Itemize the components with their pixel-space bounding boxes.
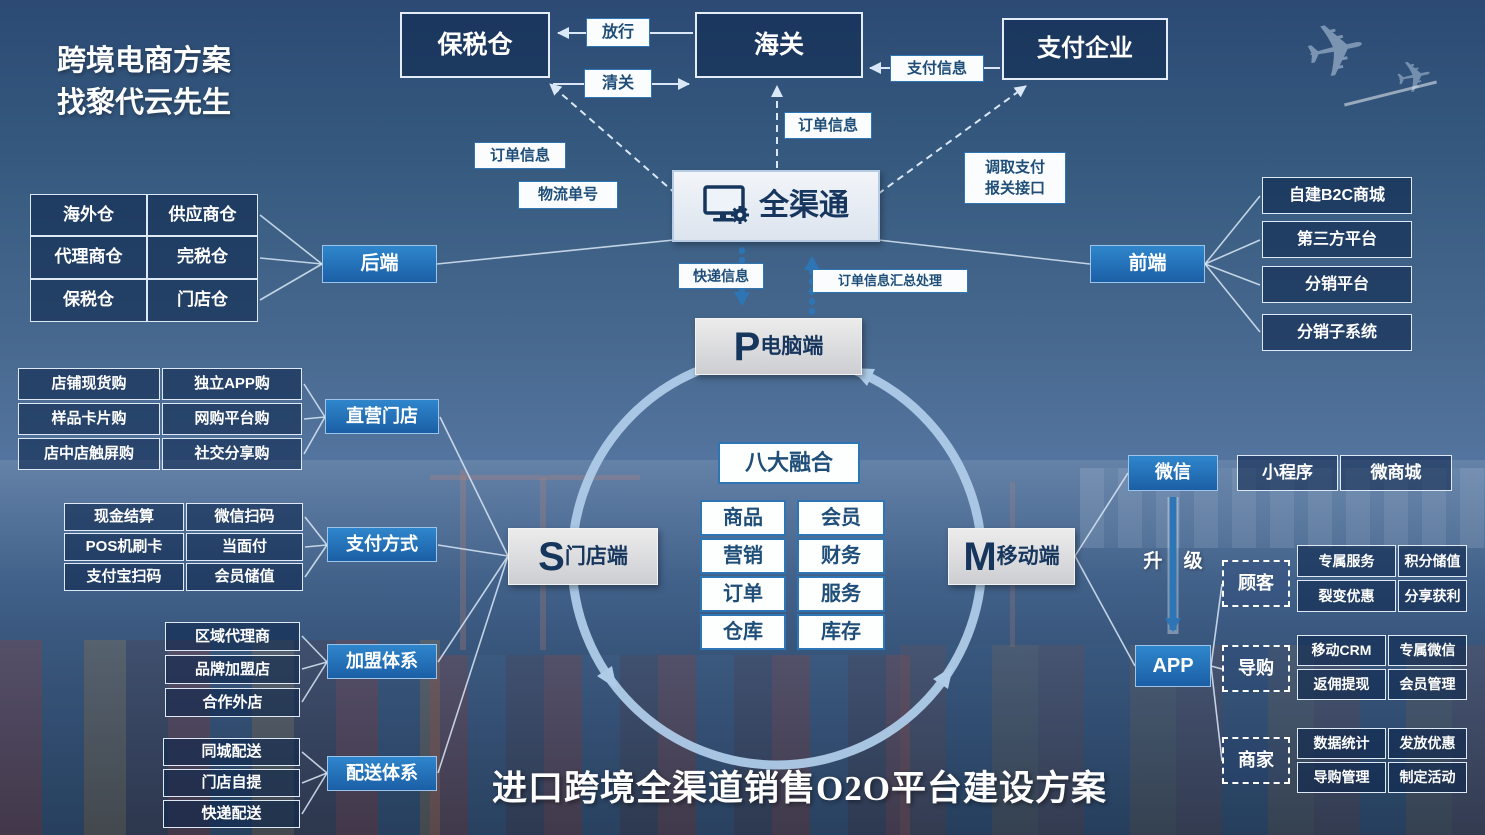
direct-item-cell: 店铺现货购 xyxy=(18,368,160,400)
warehouse-cell: 完税仓 xyxy=(147,236,258,279)
payment-company-node: 支付企业 xyxy=(1002,18,1168,80)
franchise-item-cell: 品牌加盟店 xyxy=(165,655,300,684)
guide-item-cell: 返佣提现 xyxy=(1297,669,1386,700)
pc-terminal-letter: P xyxy=(733,324,761,369)
customer-item-cell: 专属服务 xyxy=(1297,545,1396,577)
platform-cell: 分销子系统 xyxy=(1262,314,1412,351)
payment-item-cell: POS机刷卡 xyxy=(64,533,184,561)
platform-cell: 自建B2C商城 xyxy=(1262,177,1412,214)
order-merge-label: 订单信息汇总处理 xyxy=(812,269,968,293)
order-info-top-label: 订单信息 xyxy=(784,112,872,139)
background-crane-mast-1 xyxy=(460,470,466,650)
fusion-cell: 会员 xyxy=(797,500,885,536)
delivery-item-cell: 同城配送 xyxy=(163,738,300,766)
watermark-text: 跨境电商方案 找黎代云先生 xyxy=(57,45,232,120)
fusion-title: 八大融合 xyxy=(718,442,860,484)
customer-item-cell: 裂变优惠 xyxy=(1297,580,1396,612)
pc-terminal-label: 电脑端 xyxy=(760,334,824,358)
logistics-no-label: 物流单号 xyxy=(518,181,618,209)
guide-item-cell: 移动CRM xyxy=(1297,635,1386,666)
guide-item-cell: 专属微信 xyxy=(1388,635,1467,666)
clearance-label: 清关 xyxy=(584,69,652,98)
payment-item-cell: 支付宝扫码 xyxy=(64,563,184,591)
bonded-warehouse-node: 保税仓 xyxy=(400,12,550,78)
fusion-cell: 商品 xyxy=(700,500,786,536)
background-crane-beam xyxy=(430,475,640,480)
wechat-node: 微信 xyxy=(1128,455,1218,491)
payment-item-cell: 会员储值 xyxy=(186,563,303,591)
customer-item-cell: 分享获利 xyxy=(1398,580,1467,612)
warehouse-cell: 保税仓 xyxy=(30,279,147,322)
backend-node: 后端 xyxy=(322,245,437,283)
direct-stores-node: 直营门店 xyxy=(325,399,439,434)
mobile-terminal-letter: M xyxy=(963,534,997,579)
store-terminal-label: 门店端 xyxy=(564,544,628,568)
merchant-item-cell: 导购管理 xyxy=(1297,762,1386,793)
fusion-cell: 订单 xyxy=(700,576,786,612)
platform-cell: 分销平台 xyxy=(1262,266,1412,303)
mini-program-cell: 小程序 xyxy=(1237,455,1338,491)
franchise-item-cell: 合作外店 xyxy=(165,688,300,717)
payment-item-cell: 当面付 xyxy=(186,533,303,561)
omnichannel-hub-node: 全渠通 xyxy=(672,170,880,242)
fusion-cell: 库存 xyxy=(797,614,885,650)
upgrade-label: 升 级 xyxy=(1143,550,1203,572)
direct-item-cell: 网购平台购 xyxy=(162,403,302,435)
merchant-item-cell: 制定活动 xyxy=(1388,762,1467,793)
warehouse-cell: 海外仓 xyxy=(30,194,147,236)
warehouse-cell: 代理商仓 xyxy=(30,236,147,279)
payment-info-label: 支付信息 xyxy=(890,55,984,82)
franchise-item-cell: 区域代理商 xyxy=(165,622,300,651)
micro-mall-cell: 微商城 xyxy=(1340,455,1452,491)
direct-item-cell: 店中店触屏购 xyxy=(18,438,160,470)
guide-item-cell: 会员管理 xyxy=(1388,669,1467,700)
order-info-left-label: 订单信息 xyxy=(474,142,566,169)
customs-node: 海关 xyxy=(695,12,863,78)
delivery-system-node: 配送体系 xyxy=(327,756,437,791)
guide-group-node: 导购 xyxy=(1222,645,1290,692)
fusion-cell: 营销 xyxy=(700,538,786,574)
customer-group-node: 顾客 xyxy=(1222,560,1290,607)
payment-item-cell: 现金结算 xyxy=(64,503,184,531)
mobile-terminal-label: 移动端 xyxy=(996,544,1060,568)
fusion-cell: 仓库 xyxy=(700,614,786,650)
merchant-item-cell: 发放优惠 xyxy=(1388,728,1467,759)
frontend-node: 前端 xyxy=(1090,245,1205,283)
franchise-system-node: 加盟体系 xyxy=(327,644,437,679)
fusion-cell: 财务 xyxy=(797,538,885,574)
computer-gear-icon xyxy=(703,185,751,227)
app-node: APP xyxy=(1135,645,1211,687)
warehouse-cell: 供应商仓 xyxy=(147,194,258,236)
direct-item-cell: 社交分享购 xyxy=(162,438,302,470)
hub-title: 全渠通 xyxy=(759,189,849,222)
merchant-item-cell: 数据统计 xyxy=(1297,728,1386,759)
merchant-group-node: 商家 xyxy=(1222,737,1290,784)
release-label: 放行 xyxy=(586,18,650,47)
store-terminal-letter: S xyxy=(538,534,565,579)
bottom-title: 进口跨境全渠道销售O2O平台建设方案 xyxy=(492,769,1107,808)
airplane-small-icon: ✈ xyxy=(1391,49,1438,106)
customer-item-cell: 积分储值 xyxy=(1398,545,1467,577)
payment-methods-node: 支付方式 xyxy=(327,527,437,562)
delivery-item-cell: 快递配送 xyxy=(163,800,300,828)
payment-item-cell: 微信扫码 xyxy=(186,503,303,531)
payment-declare-api-label: 调取支付 报关接口 xyxy=(964,152,1066,204)
direct-item-cell: 样品卡片购 xyxy=(18,403,160,435)
warehouse-cell: 门店仓 xyxy=(147,279,258,322)
direct-item-cell: 独立APP购 xyxy=(162,368,302,400)
platform-cell: 第三方平台 xyxy=(1262,221,1412,258)
delivery-item-cell: 门店自提 xyxy=(163,769,300,797)
airplane-icon: ✈ xyxy=(1296,3,1375,98)
express-info-label: 快递信息 xyxy=(678,263,764,289)
fusion-cell: 服务 xyxy=(797,576,885,612)
